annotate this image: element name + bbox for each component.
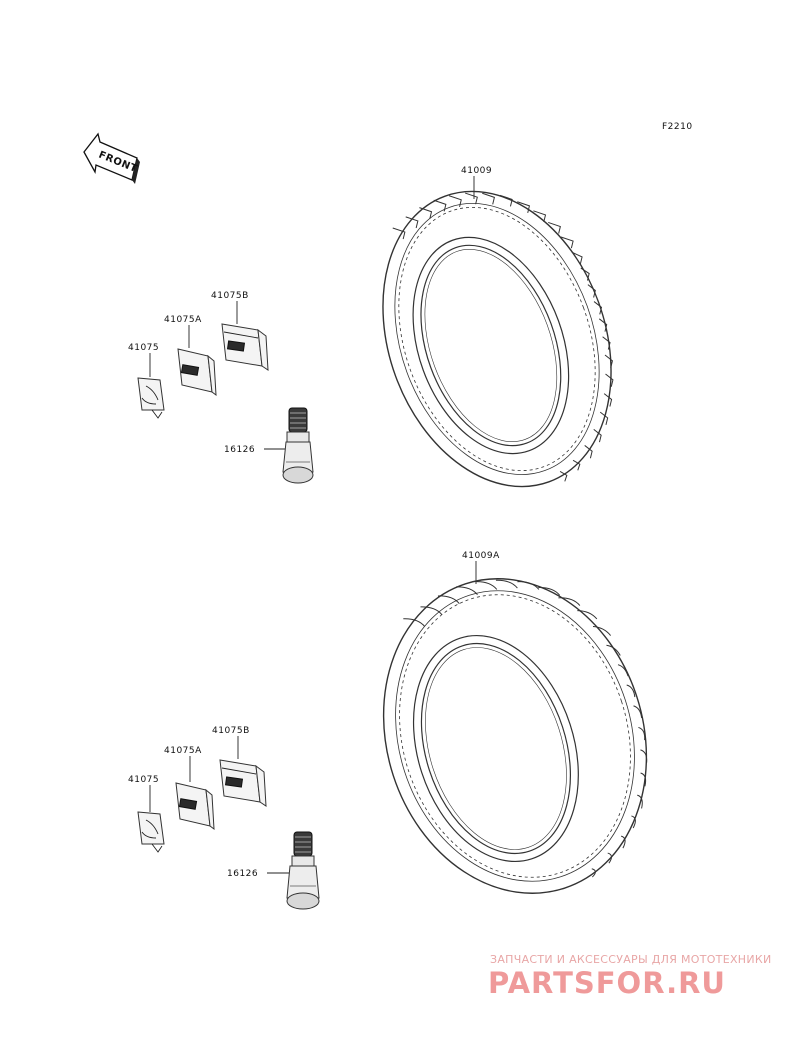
front-weight-label: 41075 [128, 343, 159, 353]
figure-code: F2210 [662, 122, 693, 132]
front-balance-weight-b [221, 323, 269, 371]
front-valve-label: 16126 [224, 445, 255, 455]
rear-tire-label: 41009A [462, 551, 500, 561]
rear-balance-weight-a [175, 782, 215, 831]
rear-weight-label: 41075 [128, 775, 159, 785]
front-weight-b-label: 41075B [211, 291, 249, 301]
rear-weight-b-label: 41075B [212, 726, 250, 736]
rear-valve-stem [286, 831, 320, 910]
front-valve-stem [282, 407, 314, 484]
rear-weight-a-label: 41075A [164, 746, 202, 756]
front-balance-weight-a [177, 348, 217, 397]
watermark-logo: PARTSFOR.RU [488, 966, 726, 1000]
rear-balance-weight-b [219, 759, 267, 807]
rear-weight-clip [137, 811, 165, 853]
front-weight-clip [137, 377, 165, 419]
rear-valve-label: 16126 [227, 869, 258, 879]
front-weight-a-label: 41075A [164, 315, 202, 325]
front-tire-label: 41009 [461, 166, 492, 176]
watermark-tagline: ЗАПЧАСТИ И АКСЕССУАРЫ ДЛЯ МОТОТЕХНИКИ [490, 953, 772, 966]
rear-tire [382, 578, 648, 894]
front-direction-arrow: FRONT [83, 132, 140, 184]
front-tire [382, 190, 614, 488]
